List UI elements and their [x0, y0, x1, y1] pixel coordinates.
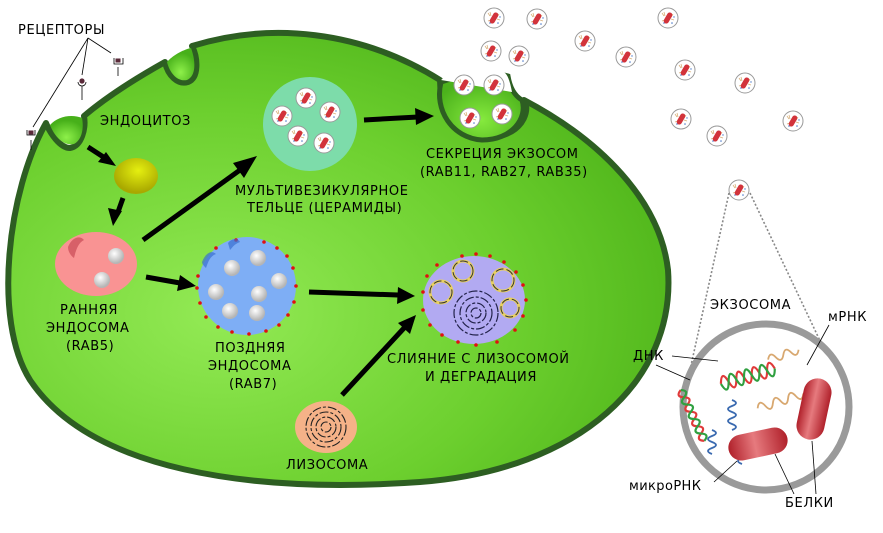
microrna-label: микроРНК — [629, 479, 701, 494]
protein-horizontal — [728, 427, 788, 461]
cell — [5, 29, 672, 488]
early-endosome-label-line2: ЭНДОСОМА — [46, 321, 129, 336]
early-endosome-label-line1: РАННЯЯ — [60, 303, 118, 318]
arrow-mvb-to-secretion — [363, 108, 434, 125]
dna-helix-upper — [719, 361, 776, 389]
dna-helix-left — [677, 389, 705, 442]
exosome-title: ЭКЗОСОМА — [710, 298, 791, 313]
mrna-strand — [756, 348, 805, 410]
late-endosome-label-line2: ЭНДОСОМА — [208, 359, 291, 374]
arrow-early-to-late — [145, 274, 196, 291]
arrow-vesicle-to-early — [108, 197, 126, 226]
arrow-early-to-mvb — [141, 156, 257, 243]
arrow-late-to-fusion — [308, 287, 415, 304]
multivesicular-body — [263, 77, 357, 171]
fusion-label-line2: И ДЕГРАДАЦИЯ — [425, 370, 537, 385]
early-endosome — [55, 232, 137, 296]
late-endosome-label-line1: ПОЗДНЯЯ — [215, 341, 286, 356]
receptor-icon — [113, 58, 124, 76]
protein-vertical — [796, 378, 832, 440]
endocytosis-label: ЭНДОЦИТОЗ — [100, 114, 191, 129]
early-endosome-label-line3: (RAB5) — [66, 339, 114, 354]
exosome-detail — [677, 320, 853, 494]
late-endosome-label-line3: (RAB7) — [229, 377, 277, 392]
lysosome-fusion — [421, 252, 528, 347]
receptor-icon — [26, 130, 36, 150]
endocytic-vesicle — [114, 158, 158, 194]
late-endosome — [195, 237, 298, 336]
secretion-label-line1: СЕКРЕЦИЯ ЭКЗОСОМ — [426, 147, 579, 162]
receptors-label: РЕЦЕПТОРЫ — [18, 23, 105, 38]
lysosome-label: ЛИЗОСОМА — [286, 458, 368, 473]
proteins-label: БЕЛКИ — [785, 496, 834, 511]
dna-label: ДНК — [633, 349, 664, 364]
endocytic-pit-1 — [50, 116, 83, 145]
secretion-label-line2: (RAB11, RAB27, RAB35) — [420, 165, 588, 180]
mvb-label-line1: МУЛЬТИВЕЗИКУЛЯРНОЕ — [235, 184, 409, 199]
receptors: РЕЦЕПТОРЫ — [18, 23, 124, 150]
exosome-zoom-lines — [689, 192, 823, 371]
mrna-label: мРНК — [828, 310, 867, 325]
endocytic-pit-2 — [167, 48, 195, 81]
arrow-endocytosis-to-vesicle — [86, 144, 116, 166]
receptor-icon — [77, 78, 87, 100]
fusion-label-line1: СЛИЯНИЕ С ЛИЗОСОМОЙ — [387, 351, 570, 367]
lysosome — [295, 401, 357, 453]
late-endosome-dots — [195, 238, 298, 336]
arrows — [86, 108, 434, 397]
arrow-lysosome-to-fusion — [340, 315, 416, 397]
mvb-label-line2: ТЕЛЬЦЕ (ЦЕРАМИДЫ) — [246, 201, 402, 216]
